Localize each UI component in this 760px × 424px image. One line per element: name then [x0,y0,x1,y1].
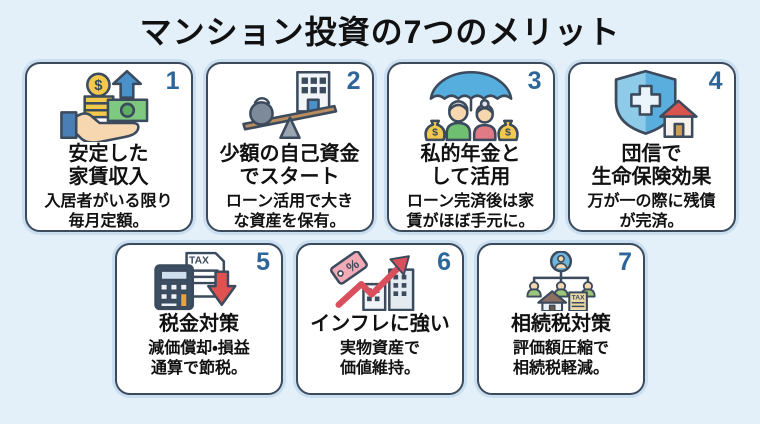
card-title: インフレに強い [310,313,450,336]
card-desc: ローン完済後は家 賃がほぼ手元に。 [406,193,535,230]
benefit-card-1: 1 $ 安定した 家賃収入 入居者がいる限り 毎月定額。 [24,62,193,233]
shield-house-icon [596,68,708,142]
card-number: 1 [165,67,180,96]
retired-couple-umbrella-icon: $ $ [415,68,527,142]
card-title: 団信で 生命保険効果 [591,143,712,189]
card-title: 少額の自己資金 でスタート [219,143,360,189]
seesaw-leverage-icon [234,68,346,142]
card-number: 7 [618,248,632,277]
card-title: 私的年金と して活用 [420,143,521,189]
card-title: 安定した 家賃収入 [68,143,149,189]
card-title: 税金対策 [159,313,239,336]
page-title: マンション投資の7つのメリット [139,14,621,50]
card-desc: 実物資産で 価値維持。 [339,340,420,377]
benefits-row-bottom: 5 TAX 税金対策 減価 [0,243,760,396]
svg-text:$: $ [432,127,438,139]
card-number: 4 [708,67,723,96]
benefit-card-6: 6 [296,243,464,396]
card-desc: 万が一の際に残債 が完済。 [587,193,716,230]
svg-text:$: $ [94,79,103,95]
benefit-card-7: 7 [477,243,645,396]
benefits-row-top: 1 $ 安定した 家賃収入 入居者がいる限り 毎月定額。 [0,62,760,233]
card-desc: ローン活用で大き な資産を保有。 [225,193,354,230]
card-desc: 減価償却・損益 通算で節税。 [148,340,250,377]
benefit-card-3: 3 $ $ 私的年金と し [386,62,555,233]
card-title: 相続税対策 [511,313,611,336]
card-number: 6 [437,248,451,277]
card-number: 2 [346,67,361,96]
calculator-tax-down-icon: TAX [147,250,251,312]
hand-money-icon: $ [53,68,165,143]
card-number: 3 [527,67,542,96]
benefit-card-2: 2 少額の自己資金 でスタート ローン活用で大き な資産を保有。 [205,62,374,233]
svg-text:TAX: TAX [189,256,209,267]
benefit-card-4: 4 団信で 生命保険効果 万が一の際に残債 が完済。 [567,62,736,233]
benefit-card-5: 5 TAX 税金対策 減価 [115,243,283,396]
svg-text:TAX: TAX [572,295,585,302]
family-tree-inheritance-icon: TAX [509,250,613,312]
card-number: 5 [256,248,270,277]
svg-text:$: $ [505,127,511,139]
card-desc: 評価額圧縮で 相続税軽減。 [512,340,609,377]
price-tag-growth-icon: % [328,250,432,312]
card-desc: 入居者がいる限り 毎月定額。 [44,193,173,230]
